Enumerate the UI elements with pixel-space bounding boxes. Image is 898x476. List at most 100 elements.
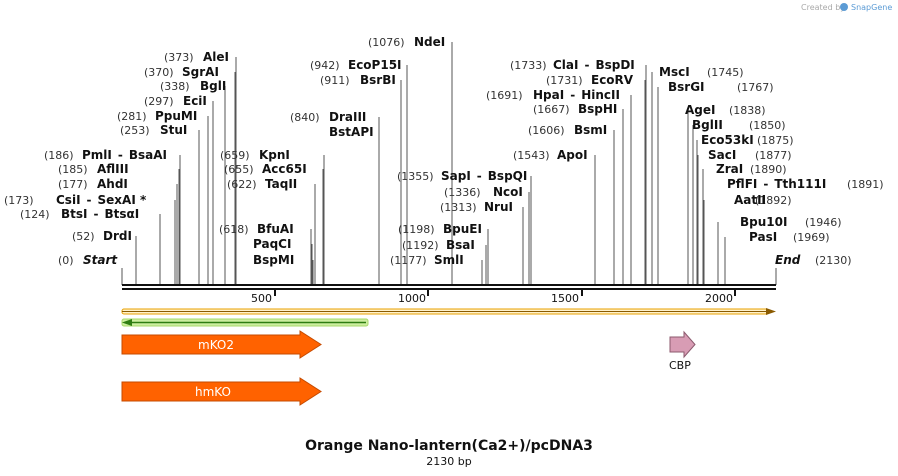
restriction-site[interactable]: (1850)BglII (692, 118, 786, 132)
site-position: (52) (72, 230, 95, 243)
restriction-site[interactable]: (1877)SacI (708, 148, 792, 162)
restriction-site[interactable]: (1946)Bpu10I (740, 215, 842, 229)
site-position: (1691) (486, 89, 523, 102)
restriction-site[interactable]: (659)KpnI (220, 148, 290, 162)
feature-mko2[interactable]: mKO2 (121, 330, 322, 359)
restriction-site[interactable]: (1745)MscI (659, 65, 744, 79)
site-position: (1877) (755, 149, 792, 162)
site-position: (1850) (749, 119, 786, 132)
restriction-site[interactable]: (1691)HpaI-HincII (486, 88, 620, 102)
restriction-site[interactable]: (52)DrdI (72, 229, 132, 243)
feature-cbp[interactable]: CBP (669, 330, 696, 372)
restriction-site[interactable]: (1177) SmlI (390, 253, 464, 267)
site-enzyme-name: ApoI (557, 148, 588, 162)
restriction-site[interactable]: (942)EcoP15I (310, 58, 402, 72)
restriction-site[interactable]: (253)StuI (120, 123, 187, 137)
restriction-site[interactable]: (840)DraIII (290, 110, 366, 124)
restriction-site[interactable]: (1076) NdeI (368, 35, 445, 49)
site-position: (173) (4, 194, 34, 207)
site-enzyme-name: HpaI (533, 88, 564, 102)
site-position: (1891) (847, 178, 884, 191)
site-enzyme-name: BsrBI (360, 73, 396, 87)
restriction-site[interactable]: PaqCI (253, 237, 291, 251)
restriction-site[interactable]: (1838)AgeI (685, 103, 766, 117)
restriction-site[interactable]: (1733)ClaI-BspDI (510, 58, 635, 72)
restriction-site[interactable]: (1891)PflFI-Tth111I (727, 177, 884, 191)
site-enzyme-name: SmlI (434, 253, 464, 267)
feature-hmko[interactable]: hmKO (121, 377, 322, 406)
site-enzyme-name: NdeI (414, 35, 445, 49)
restriction-site[interactable]: (1192)BsaI (402, 238, 475, 252)
site-enzyme-name: TaqII (265, 177, 297, 191)
site-enzyme-name: BspQI (488, 169, 528, 183)
restriction-site[interactable]: BstAPI (329, 125, 374, 139)
snapgene-logo-icon (840, 3, 848, 11)
ruler-tick-label: 2000 (705, 292, 733, 305)
restriction-site[interactable]: (1731)EcoRV (546, 73, 634, 87)
site-position: (1313) (440, 201, 477, 214)
site-position: (1076) (368, 36, 405, 49)
restriction-site[interactable]: (1767)BsrGI (668, 80, 774, 94)
sequence-backbone (122, 284, 776, 290)
site-enzyme-name: CsiI (56, 193, 81, 207)
restriction-site[interactable]: (173)CsiI-SexAI * (4, 193, 147, 207)
site-enzyme-name: DraIII (329, 110, 366, 124)
restriction-site[interactable]: (281) PpuMI (117, 109, 197, 123)
restriction-site[interactable]: (1355)SapI-BspQI (397, 169, 527, 183)
restriction-site[interactable]: (655)Acc65I (224, 162, 307, 176)
restriction-site[interactable]: (1892)AatII (734, 193, 792, 207)
restriction-site[interactable]: (177)AhdI (58, 177, 128, 191)
start-position: (0) (58, 254, 74, 267)
site-position: (338) (160, 80, 190, 93)
restriction-site[interactable]: (911) BsrBI (320, 73, 396, 87)
restriction-site[interactable]: (297)EciI (144, 94, 207, 108)
restriction-site[interactable]: (1875)Eco53kI (701, 133, 794, 147)
restriction-site[interactable]: (1606)BsmI (528, 123, 607, 137)
restriction-site[interactable]: (1890)ZraI (716, 162, 787, 176)
restriction-site[interactable]: (618)BfuAI (219, 222, 294, 236)
restriction-site[interactable]: (124)BtsI-BtsαI (20, 207, 139, 221)
restriction-site[interactable]: (1543) ApoI (513, 148, 588, 162)
restriction-site[interactable]: BspMI (253, 253, 294, 267)
restriction-site[interactable]: (1969)PasI (749, 230, 830, 244)
orf-forward[interactable] (121, 308, 776, 315)
end-position: (2130) (815, 254, 852, 267)
restriction-site[interactable]: (622)TaqII (227, 177, 297, 191)
site-position: (1969) (793, 231, 830, 244)
restriction-site[interactable]: (338)BglI (160, 79, 226, 93)
restriction-site[interactable]: (1336)NcoI (444, 185, 523, 199)
restriction-site[interactable]: (186)PmlI-BsaAI (44, 148, 167, 162)
restriction-site[interactable]: (1313)NruI (440, 200, 513, 214)
restriction-site[interactable]: (1667)BspHI (533, 102, 617, 116)
orf-reverse[interactable] (121, 318, 369, 327)
site-position: (1192) (402, 239, 439, 252)
site-enzyme-name: AflIII (97, 162, 129, 176)
map-title: Orange Nano-lantern(Ca2+)/pcDNA3 (305, 438, 593, 454)
site-enzyme-name: BsmI (574, 123, 607, 137)
site-position: (185) (58, 163, 88, 176)
site-position: (1892) (755, 194, 792, 207)
site-position: (1177) (390, 254, 427, 267)
site-position: (1946) (805, 216, 842, 229)
site-enzyme-name: BspMI (253, 253, 294, 267)
site-position: (911) (320, 74, 350, 87)
site-position: (1336) (444, 186, 481, 199)
site-enzyme-name: EcoRV (591, 73, 634, 87)
site-position: (177) (58, 178, 88, 191)
site-position: (1543) (513, 149, 550, 162)
restriction-site[interactable]: (370)SgrAI (144, 65, 219, 79)
site-enzyme-name: PpuMI (155, 109, 197, 123)
restriction-site[interactable]: (1198)BpuEI (398, 222, 482, 236)
restriction-site[interactable]: (185) AflIII (58, 162, 129, 176)
credit: Created by SnapGene (801, 3, 892, 12)
site-position: (655) (224, 163, 254, 176)
site-position: (370) (144, 66, 174, 79)
site-position: (281) (117, 110, 147, 123)
site-enzyme-name: ClaI (553, 58, 578, 72)
site-enzyme-name: PaqCI (253, 237, 291, 251)
restriction-site[interactable]: (373)AleI (164, 50, 229, 64)
end-label: End (775, 253, 801, 267)
site-position: (659) (220, 149, 250, 162)
start-label: Start (83, 253, 118, 267)
